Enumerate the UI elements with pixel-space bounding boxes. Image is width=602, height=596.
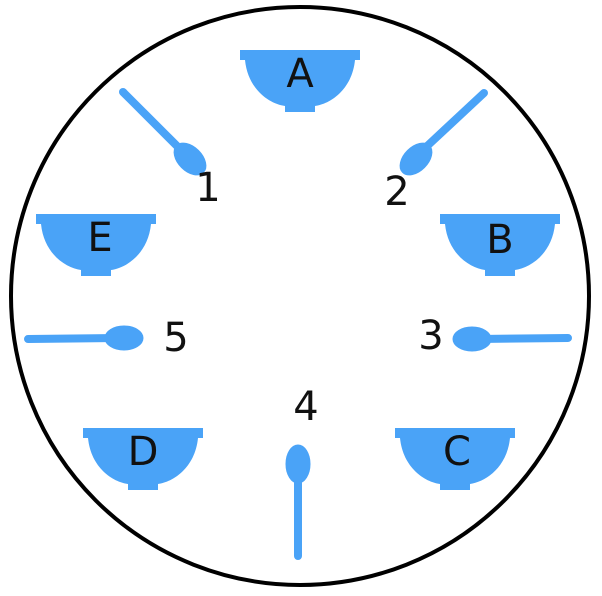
spoon-label: 5	[163, 315, 188, 361]
bowl-label: E	[87, 215, 112, 261]
spoon-icon	[452, 326, 572, 352]
spoon-label: 3	[418, 313, 443, 359]
bowl-icon	[395, 428, 515, 490]
spoon-icon	[399, 89, 488, 176]
bowl-icon	[36, 214, 156, 276]
bowl-label: C	[443, 429, 471, 475]
bowl-icon	[240, 50, 360, 112]
bowl-b: B	[440, 214, 560, 276]
bowl-c: C	[395, 428, 515, 490]
bowl-icon	[440, 214, 560, 276]
spoon-1: 1	[119, 88, 221, 211]
spoon-label: 1	[195, 165, 220, 211]
bowl-label: B	[486, 217, 513, 263]
spoon-3: 3	[418, 313, 572, 359]
spoon-2: 2	[384, 89, 488, 215]
bowl-e: E	[36, 214, 156, 276]
bowl-icon	[83, 428, 203, 490]
bowl-d: D	[83, 428, 203, 490]
spoon-icon	[285, 444, 311, 560]
bowl-a: A	[240, 50, 360, 112]
bowl-label: D	[128, 429, 159, 475]
spoon-icon	[24, 325, 144, 351]
spoon-icon	[119, 88, 207, 176]
spoon-label: 4	[293, 384, 318, 430]
spoon-4: 4	[285, 384, 319, 560]
bowl-label: A	[286, 51, 314, 97]
spoon-label: 2	[384, 169, 409, 215]
spoon-5: 5	[24, 315, 189, 361]
